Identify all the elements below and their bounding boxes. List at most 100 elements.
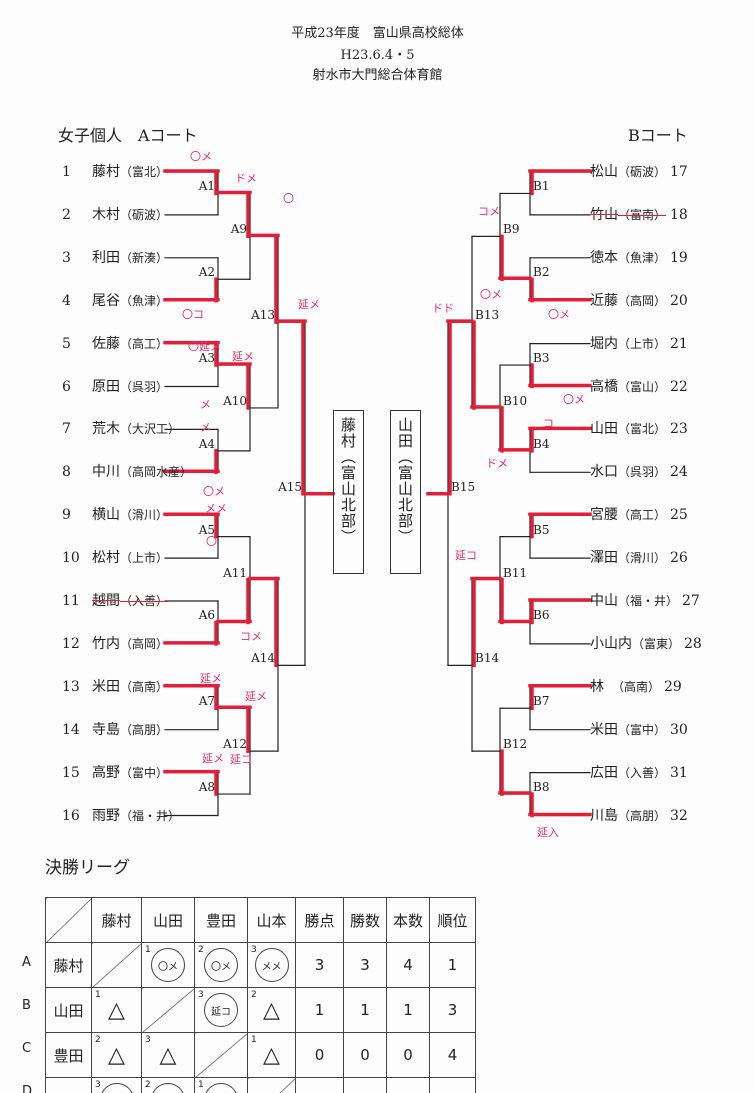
bout-order: 2 bbox=[145, 1080, 151, 1090]
player-name: 中川 bbox=[92, 464, 120, 481]
player-entry: 近藤（高岡）20 bbox=[590, 293, 688, 309]
handwritten-annotation: 〇メ bbox=[563, 393, 585, 406]
league-pts: 1 bbox=[295, 987, 344, 1033]
player-name: 堀内 bbox=[590, 335, 618, 352]
player-seed: 24 bbox=[670, 464, 688, 481]
league-pts: 3 bbox=[295, 942, 344, 988]
player-school: （富北） bbox=[120, 165, 169, 179]
player-entry: 竹山（富南）18 bbox=[590, 207, 688, 223]
document-venue: 射水市大門総合体育館 bbox=[312, 68, 443, 83]
player-school: （高岡水産） bbox=[120, 465, 193, 480]
match-label: B14 bbox=[475, 651, 500, 666]
handwritten-annotation: コ bbox=[543, 417, 554, 430]
match-label: A5 bbox=[198, 522, 215, 537]
handwritten-annotation: 延メ bbox=[202, 752, 224, 765]
player-seed: 6 bbox=[62, 378, 71, 395]
league-title: 決勝リーグ bbox=[45, 858, 130, 878]
handwritten-annotation: 〇メ bbox=[203, 485, 225, 498]
bout-order: 1 bbox=[145, 945, 151, 955]
player-school: （大沢工） bbox=[120, 422, 181, 437]
row-letter: D bbox=[22, 1084, 33, 1093]
player-seed: 17 bbox=[670, 164, 688, 180]
player-name: 米田 bbox=[92, 678, 120, 695]
player-name: 寺島 bbox=[92, 721, 120, 738]
player-seed: 18 bbox=[670, 206, 688, 223]
win-circle-mark: 〇メ bbox=[204, 1083, 238, 1093]
handwritten-annotation: 〇メ bbox=[548, 308, 570, 321]
league-column-header: 勝点 bbox=[295, 897, 344, 943]
player-school: （福・井） bbox=[618, 594, 679, 608]
player-seed: 10 bbox=[62, 550, 80, 567]
league-result-cell: 3ド bbox=[91, 1077, 142, 1093]
player-school: （富東） bbox=[632, 636, 681, 651]
player-name: 利田 bbox=[92, 249, 120, 266]
player-seed: 13 bbox=[62, 678, 80, 695]
bout-order: 3 bbox=[251, 945, 257, 955]
league-column-header: 順位 bbox=[429, 897, 476, 943]
player-seed: 15 bbox=[62, 764, 80, 781]
match-label: A7 bbox=[198, 694, 215, 709]
draw-triangle-icon: △ bbox=[108, 1042, 125, 1068]
league-result-cell bbox=[194, 1032, 248, 1078]
player-school: （砺波） bbox=[618, 165, 667, 179]
document-date: H23.6.4・5 bbox=[340, 48, 415, 63]
match-label: B2 bbox=[533, 265, 550, 280]
player-seed: 9 bbox=[62, 507, 71, 524]
match-label: A10 bbox=[223, 393, 247, 408]
player-name: 中山 bbox=[590, 593, 618, 609]
player-name: 松村 bbox=[92, 550, 120, 567]
handwritten-annotation: ドメ bbox=[235, 172, 257, 185]
match-label: A4 bbox=[198, 436, 215, 451]
draw-triangle-icon: △ bbox=[263, 1042, 280, 1068]
league-ippon: 4 bbox=[386, 942, 430, 988]
player-name: 山田 bbox=[590, 421, 618, 438]
league-ippon: 1 bbox=[386, 987, 430, 1033]
league-rank: 1 bbox=[429, 942, 476, 988]
bout-order: 1 bbox=[251, 1035, 257, 1045]
player-school: （富中） bbox=[618, 722, 667, 737]
player-school: （高岡） bbox=[120, 636, 169, 651]
handwritten-annotation: 〇延メ bbox=[188, 340, 221, 353]
handwritten-annotation: 延メ bbox=[298, 298, 320, 311]
player-entry: 小山内（富東）28 bbox=[590, 636, 702, 652]
win-circle-mark: メメ bbox=[254, 948, 289, 982]
row-letter: B bbox=[22, 998, 31, 1013]
handwritten-annotation: 延メ bbox=[245, 690, 267, 703]
player-seed: 22 bbox=[670, 378, 688, 395]
player-entry: 中山（福・井）27 bbox=[590, 593, 700, 609]
match-label: A13 bbox=[251, 308, 275, 323]
player-school: （高朋） bbox=[618, 808, 667, 823]
league-wins: 3 bbox=[343, 942, 387, 988]
player-school: （高朋） bbox=[120, 722, 169, 737]
player-name: 竹山 bbox=[590, 206, 618, 223]
match-label: B13 bbox=[475, 308, 500, 323]
match-label: B12 bbox=[503, 737, 528, 752]
player-entry: 高橋（富山）22 bbox=[590, 379, 688, 395]
player-seed: 20 bbox=[670, 292, 688, 309]
match-label: A11 bbox=[223, 565, 247, 580]
player-seed: 31 bbox=[670, 764, 688, 781]
match-label: B10 bbox=[503, 393, 528, 408]
player-name: 水口 bbox=[590, 464, 618, 481]
league-result-cell bbox=[247, 1077, 296, 1093]
match-label: B3 bbox=[533, 351, 550, 366]
player-school: （呉羽） bbox=[618, 465, 667, 480]
player-name: 広田 bbox=[590, 764, 618, 781]
handwritten-annotation: 延コ bbox=[230, 753, 252, 766]
player-name: 佐藤 bbox=[92, 335, 120, 352]
player-name: 竹内 bbox=[92, 635, 120, 652]
player-seed: 16 bbox=[62, 807, 80, 824]
match-label: A8 bbox=[198, 780, 215, 795]
handwritten-annotation: 〇コ bbox=[182, 308, 204, 321]
